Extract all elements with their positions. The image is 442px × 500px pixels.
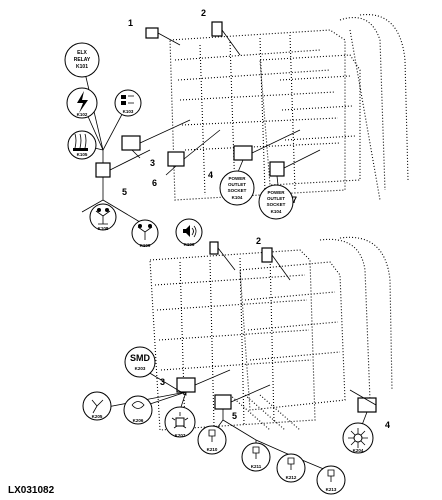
callout-2: 2 bbox=[201, 8, 206, 18]
relay-block-5 bbox=[95, 162, 111, 178]
beacon-icon bbox=[171, 412, 189, 429]
callout-lower-2: 2 bbox=[256, 236, 261, 246]
upper-callouts: 1 2 3 6 4 7 5 bbox=[122, 8, 297, 205]
lower-panel-drawing bbox=[149, 236, 393, 431]
symbol-k108: K108 bbox=[89, 203, 117, 231]
symbol-k212: K212 bbox=[276, 453, 306, 483]
symbol-socket-left: POWER OUTLET SOCKET K104 bbox=[219, 170, 255, 206]
relay-block-7 bbox=[269, 161, 285, 177]
relay-block-2 bbox=[211, 21, 223, 37]
spray-icon bbox=[131, 401, 145, 409]
symbol-k213: K213 bbox=[316, 465, 346, 495]
relay-block-lower-5 bbox=[214, 394, 232, 410]
callout-7: 7 bbox=[292, 195, 297, 205]
svg-text:K102: K102 bbox=[77, 112, 88, 117]
callout-lower-4: 4 bbox=[385, 420, 390, 430]
symbol-smd: SMD K203 bbox=[124, 346, 156, 378]
svg-text:K203: K203 bbox=[135, 366, 146, 371]
wiper-icon bbox=[95, 210, 111, 225]
callout-6: 6 bbox=[152, 178, 157, 188]
light-icon bbox=[287, 457, 295, 470]
svg-text:SOCKET: SOCKET bbox=[267, 202, 286, 207]
light-icon bbox=[208, 429, 216, 442]
svg-text:OUTLET: OUTLET bbox=[228, 182, 246, 187]
light-icon bbox=[327, 469, 335, 482]
callout-3: 3 bbox=[150, 158, 155, 168]
svg-text:K206: K206 bbox=[133, 418, 144, 423]
relay-block-6 bbox=[167, 151, 185, 167]
light-icon bbox=[252, 446, 260, 459]
svg-text:K213: K213 bbox=[326, 487, 337, 492]
svg-text:SOCKET: SOCKET bbox=[228, 188, 247, 193]
symbol-k207: K207 bbox=[164, 406, 196, 438]
symbol-socket-right: POWER OUTLET SOCKET K104 bbox=[258, 184, 294, 220]
svg-text:RELAY: RELAY bbox=[74, 57, 91, 63]
washer-icon bbox=[137, 226, 153, 240]
svg-text:K104: K104 bbox=[271, 209, 282, 214]
svg-text:ELX: ELX bbox=[77, 50, 87, 56]
relay-block-lower-2 bbox=[261, 247, 273, 263]
svg-text:K205: K205 bbox=[92, 414, 103, 419]
svg-text:POWER: POWER bbox=[228, 176, 246, 181]
svg-text:K108: K108 bbox=[98, 226, 109, 231]
svg-text:K105: K105 bbox=[77, 152, 88, 157]
lamp-icon bbox=[121, 95, 126, 99]
figure-reference: LX031082 bbox=[8, 485, 55, 496]
svg-text:OUTLET: OUTLET bbox=[267, 196, 285, 201]
svg-text:K109: K109 bbox=[140, 243, 151, 248]
callout-5: 5 bbox=[122, 187, 127, 197]
upper-panel-drawing bbox=[169, 14, 409, 201]
relay-block-1 bbox=[145, 27, 159, 39]
svg-text:K212: K212 bbox=[286, 475, 297, 480]
relay-block-3 bbox=[121, 135, 141, 151]
upper-leader-lines bbox=[81, 29, 321, 226]
relay-block-lower-1 bbox=[209, 241, 219, 255]
horn-icon bbox=[183, 225, 190, 237]
symbol-k106: K106 bbox=[175, 218, 203, 247]
callout-4: 4 bbox=[208, 170, 213, 180]
lightning-icon bbox=[77, 91, 88, 113]
relay-block-lower-3 bbox=[176, 377, 196, 393]
svg-text:K103: K103 bbox=[123, 109, 134, 114]
svg-text:SMD: SMD bbox=[130, 353, 151, 363]
callout-lower-5: 5 bbox=[232, 411, 237, 421]
symbol-k102: K102 bbox=[66, 87, 98, 119]
svg-text:K101: K101 bbox=[76, 64, 88, 70]
wiper-icon bbox=[91, 399, 104, 414]
symbol-k103: K103 bbox=[114, 89, 142, 117]
lower-callouts: 2 3 5 4 bbox=[160, 236, 390, 430]
symbol-k109: K109 bbox=[131, 219, 159, 248]
svg-text:POWER: POWER bbox=[267, 190, 285, 195]
svg-text:K207: K207 bbox=[175, 433, 186, 438]
symbol-k204: K204 bbox=[342, 422, 374, 454]
svg-text:K104: K104 bbox=[232, 195, 243, 200]
symbol-elx-relay: ELX RELAY K101 bbox=[64, 42, 100, 78]
svg-text:K204: K204 bbox=[353, 448, 364, 453]
symbol-k206: K206 bbox=[123, 395, 153, 425]
symbol-k205: K205 bbox=[82, 391, 112, 421]
callout-1: 1 bbox=[128, 18, 133, 28]
svg-text:K106: K106 bbox=[184, 242, 195, 247]
callout-lower-3: 3 bbox=[160, 377, 165, 387]
relay-block-4 bbox=[233, 145, 253, 161]
heater-icon bbox=[74, 133, 87, 149]
symbol-k210: K210 bbox=[197, 425, 227, 455]
symbol-k105: K105 bbox=[67, 130, 97, 160]
svg-text:K211: K211 bbox=[251, 464, 262, 469]
symbol-k211: K211 bbox=[241, 442, 271, 472]
svg-text:K210: K210 bbox=[207, 447, 218, 452]
